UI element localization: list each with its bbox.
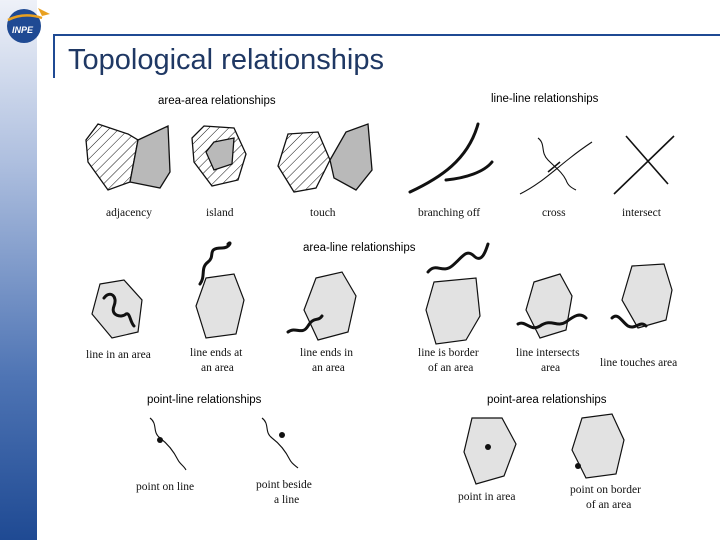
figure-point-on-line [149,417,187,471]
caption-adjacency: adjacency [106,207,152,219]
caption-island: island [206,207,234,219]
adjacency-grey-area [129,124,171,189]
caption-line-is-border-1: line is border [418,347,479,359]
touch-hatched-area [277,131,331,193]
branching-branch-line [444,160,494,182]
figure-line-ends-in [286,271,357,341]
caption-line-is-border-2: of an area [428,362,473,374]
figure-line-touches [610,263,673,329]
caption-line-intersects-1: line intersects [516,347,580,359]
caption-point-in-area: point in area [458,491,515,503]
caption-point-beside-2: a line [274,494,299,506]
heading-area-line: area-line relationships [303,242,416,254]
heading-area-area: area-area relationships [158,95,276,107]
caption-line-ends-at-1: line ends at [190,347,243,359]
line-is-border-line [426,242,490,274]
caption-line-intersects-2: area [541,362,560,374]
inpe-logo: INPE [7,8,50,43]
caption-touch: touch [310,207,336,219]
point-in-area-point [485,444,491,450]
figure-line-intersects [516,273,588,339]
caption-point-on-border-1: point on border [570,484,641,496]
intersect-line-2 [613,135,675,195]
figure-branching-off [408,122,494,194]
adjacency-hatched-area [85,123,139,191]
figure-adjacency [85,123,171,191]
caption-point-on-line: point on line [136,481,194,493]
logo-orbit [7,14,43,22]
line-touches-line [610,314,648,329]
line-intersects-line [516,313,588,330]
caption-line-touches: line touches area [600,357,677,369]
line-is-border-polygon [425,277,481,345]
logo-star [38,8,50,16]
caption-point-on-border-2: of an area [586,499,631,511]
caption-line-in-area: line in an area [86,349,151,361]
figure-line-in-area [91,279,143,339]
figure-intersect [613,135,675,195]
intersect-line-1 [625,135,669,185]
figure-cross [519,137,593,195]
island-grey-area [205,137,235,171]
line-intersects-polygon [525,273,573,339]
figure-line-ends-at [195,241,245,339]
title-rule-vertical [53,34,55,78]
caption-point-beside-1: point beside [256,479,312,491]
touch-grey-area [329,123,373,191]
heading-point-line: point-line relationships [147,394,262,406]
figure-touch [277,123,373,193]
line-ends-at-line [198,241,232,286]
point-beside-line [261,417,299,469]
line-ends-in-polygon [303,271,357,341]
point-on-border-point [575,463,581,469]
line-ends-at-polygon [195,273,245,339]
point-in-area-polygon [463,417,517,485]
caption-line-ends-at-2: an area [201,362,234,374]
cross-mark [547,161,561,173]
point-on-line-line [149,417,187,471]
line-in-area-line [102,292,136,328]
figure-point-in-area [463,417,517,485]
caption-cross: cross [542,207,566,219]
branching-main-line [408,122,480,194]
caption-intersect: intersect [622,207,662,219]
figure-island [191,125,247,187]
caption-branching-off: branching off [418,207,480,219]
figure-point-beside [261,417,299,469]
caption-line-ends-in-2: an area [312,362,345,374]
point-on-border-polygon [571,413,625,479]
point-on-line-point [157,437,163,443]
logo-text: INPE [12,25,34,35]
heading-line-line: line-line relationships [491,93,599,105]
page-title: Topological relationships [68,44,384,76]
figure-line-is-border [425,242,490,345]
line-in-area-polygon [91,279,143,339]
cross-line-2 [519,141,593,195]
figure-point-on-border [571,413,625,479]
cross-line-1 [537,137,577,191]
sidebar-gradient [0,0,37,540]
caption-line-ends-in-1: line ends in [300,347,353,359]
title-rule-horizontal [53,34,720,36]
heading-point-area: point-area relationships [487,394,607,406]
line-ends-in-line [286,314,324,334]
point-beside-point [279,432,285,438]
line-touches-polygon [621,263,673,329]
